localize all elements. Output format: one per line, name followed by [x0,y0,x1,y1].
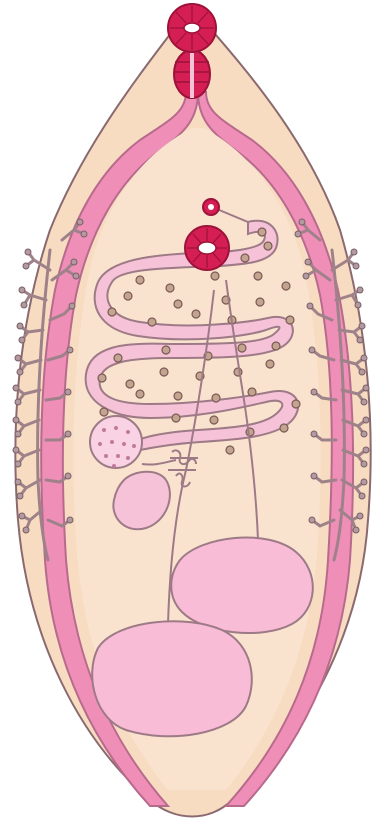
genital-pore-opening [208,204,214,210]
oral-sucker [168,4,216,52]
pharynx [174,50,210,98]
ventral-sucker [185,226,229,270]
ovary [90,416,142,468]
anterior-testis [171,538,313,634]
posterior-testis [92,621,252,736]
